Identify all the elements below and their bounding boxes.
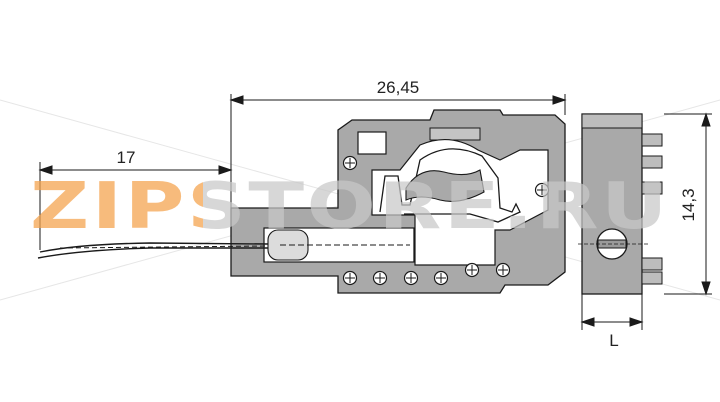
spring-cavity	[371, 139, 549, 266]
wire-conductor-lower	[37, 247, 268, 259]
dim-width: L	[609, 331, 618, 350]
dimension-labels: 26,45 17 14,3 L	[117, 78, 698, 350]
dim-overall-length: 26,45	[377, 78, 420, 97]
wire-core-dashed	[59, 245, 269, 249]
wire-conductor	[39, 242, 269, 253]
watermark: ZIPSTORE.RU	[30, 170, 670, 244]
end-view-top-band	[581, 113, 643, 129]
side-view	[37, 109, 566, 294]
dim-height: 14,3	[679, 188, 698, 221]
top-slot-inner	[429, 127, 481, 141]
end-view-studs	[641, 133, 663, 285]
pin-hole-crosses	[345, 158, 547, 283]
dim-strip-length: 17	[117, 148, 136, 167]
dimension-lines	[38, 94, 712, 330]
end-view	[578, 113, 663, 295]
watermark-text: ZIPSTORE.RU	[30, 170, 670, 244]
top-slot	[357, 131, 387, 155]
clamp-spring-inner	[405, 169, 485, 202]
end-view-body	[581, 113, 643, 295]
